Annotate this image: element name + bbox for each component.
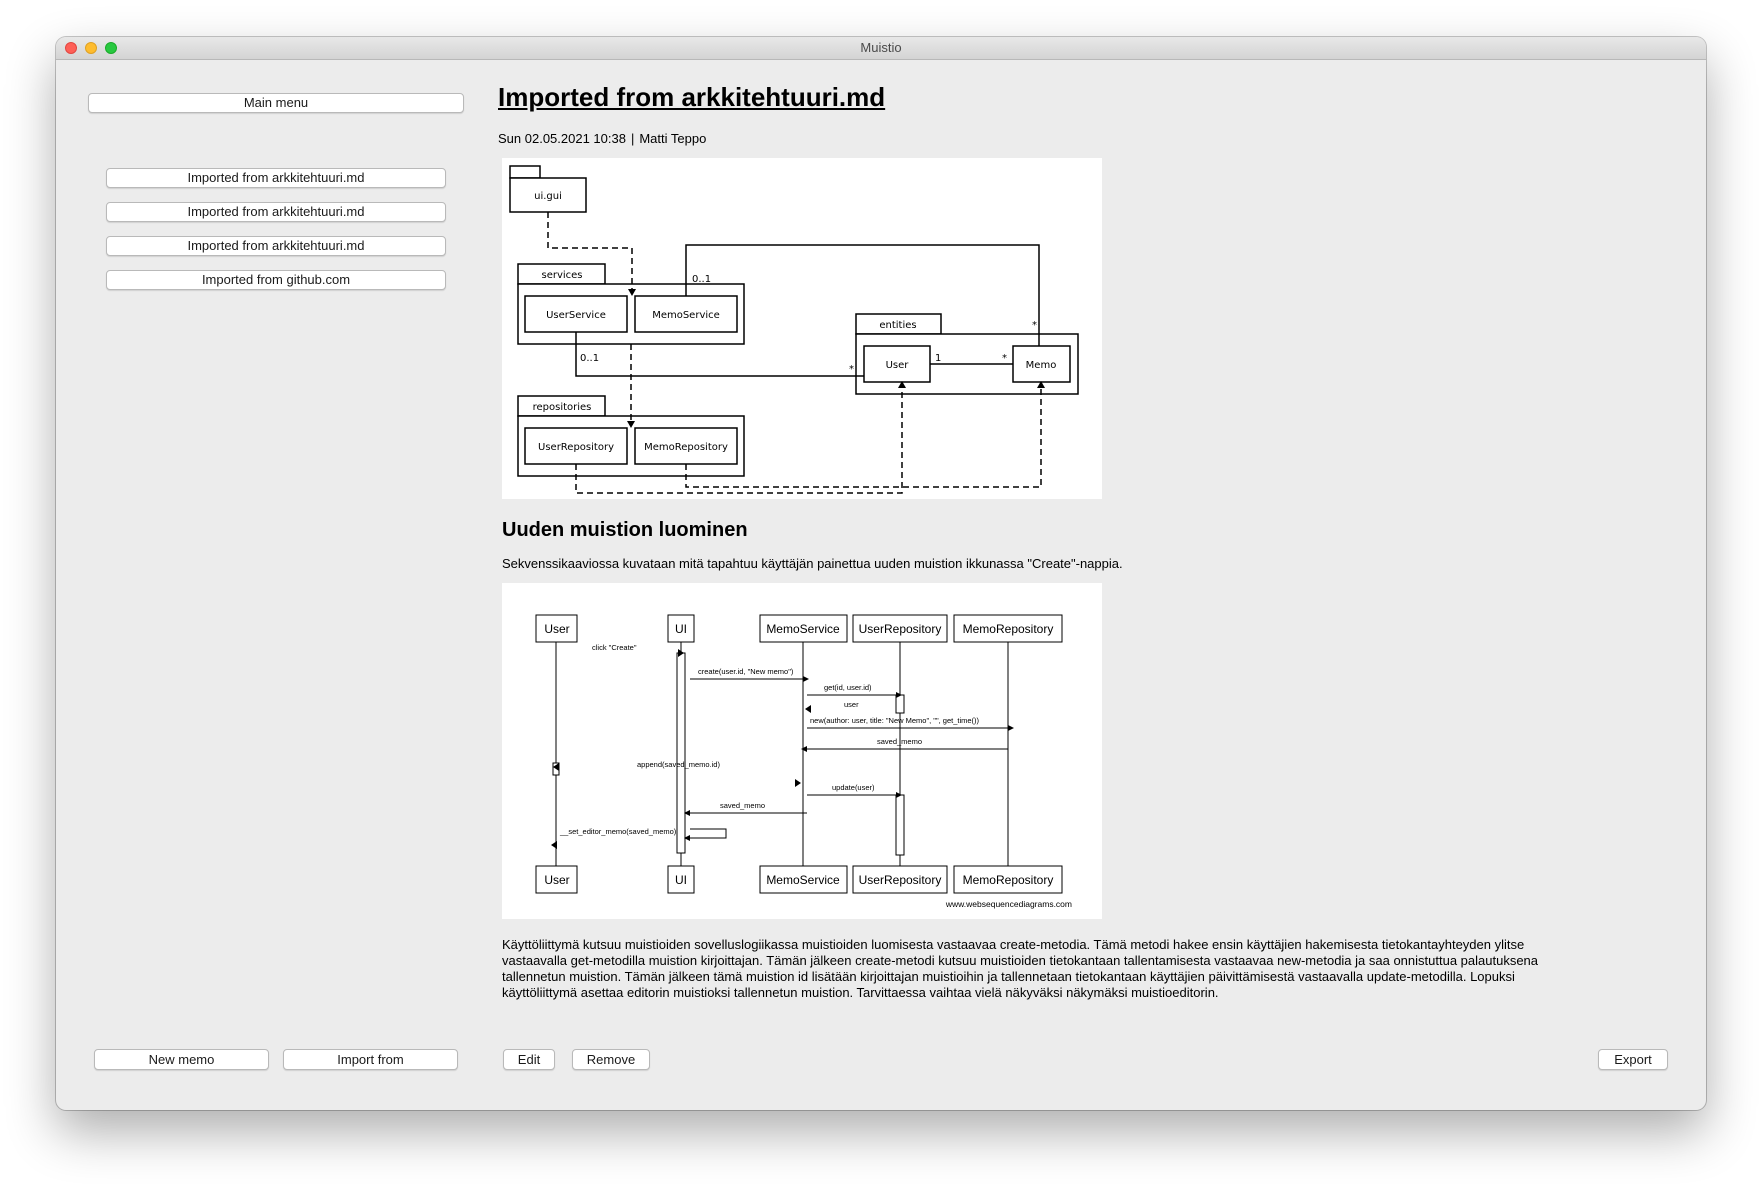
msg-user-return: user <box>844 700 859 709</box>
mult-memoservice: 0..1 <box>692 274 711 285</box>
sequence-diagram: User UI MemoService UserRepository MemoR… <box>502 583 1102 919</box>
package-diagram: ui.gui services UserService MemoService … <box>502 158 1102 499</box>
memo-title: Imported from arkkitehtuuri.md <box>498 82 886 112</box>
participant-memoservice-bottom: MemoService <box>766 873 840 887</box>
participant-memorepository-bottom: MemoRepository <box>963 873 1054 887</box>
remove-button[interactable]: Remove <box>572 1049 650 1070</box>
memo-list-item[interactable]: Imported from arkkitehtuuri.md <box>106 202 446 222</box>
participant-user-bottom: User <box>544 873 569 887</box>
class-memo: Memo <box>1026 360 1057 371</box>
mult-user-left: * <box>849 364 854 375</box>
memo-list-item[interactable]: Imported from github.com <box>106 270 446 290</box>
intro-paragraph: Sekvenssikaaviossa kuvataan mitä tapahtu… <box>502 556 1123 571</box>
app-window: Muistio Main menu Imported from arkkiteh… <box>56 37 1706 1110</box>
pkg-repositories-label: repositories <box>533 402 592 413</box>
pkg-ui-label: ui.gui <box>534 191 562 202</box>
msg-new: new(author: user, title: "New Memo", "",… <box>810 716 980 725</box>
edit-button[interactable]: Edit <box>503 1049 555 1070</box>
title-bar: Muistio <box>56 37 1706 60</box>
memo-meta: Sun 02.05.2021 10:38 | Matti Teppo <box>498 131 706 146</box>
section-heading: Uuden muistion luominen <box>502 519 748 541</box>
participant-memoservice: MemoService <box>766 622 840 636</box>
participant-memorepository: MemoRepository <box>963 622 1054 636</box>
diagram-watermark: www.websequencediagrams.com <box>945 899 1072 909</box>
mult-memo-top: * <box>1032 320 1037 331</box>
class-userrepository: UserRepository <box>538 442 614 453</box>
mult-memo-many: * <box>1002 353 1007 364</box>
pkg-entities-label: entities <box>879 320 916 331</box>
class-memoservice: MemoService <box>652 310 720 321</box>
minimize-window-button[interactable] <box>85 42 97 54</box>
participant-ui: UI <box>675 622 687 636</box>
class-memorepository: MemoRepository <box>644 442 728 453</box>
memo-date: Sun 02.05.2021 10:38 <box>498 131 626 146</box>
participant-ui-bottom: UI <box>675 873 687 887</box>
meta-separator: | <box>630 131 635 146</box>
memo-list-item[interactable]: Imported from arkkitehtuuri.md <box>106 236 446 256</box>
body-paragraph: Käyttöliittymä kutsuu muistioiden sovell… <box>502 937 1539 1000</box>
mult-userservice: 0..1 <box>580 353 599 364</box>
msg-saved-memo: saved_memo <box>877 737 922 746</box>
pkg-services-label: services <box>541 270 582 281</box>
window-title: Muistio <box>860 40 902 55</box>
msg-click-create: click "Create" <box>592 643 637 652</box>
memo-list-item[interactable]: Imported from arkkitehtuuri.md <box>106 168 446 188</box>
new-memo-button[interactable]: New memo <box>94 1049 269 1070</box>
main-menu-button[interactable]: Main menu <box>88 93 464 113</box>
class-userservice: UserService <box>546 310 606 321</box>
participant-user: User <box>544 622 569 636</box>
participant-userrepository: UserRepository <box>859 622 942 636</box>
msg-get: get(id, user.id) <box>824 683 872 692</box>
memo-author: Matti Teppo <box>639 131 707 146</box>
msg-append: append(saved_memo.id) <box>637 760 720 769</box>
msg-set-editor-memo: __set_editor_memo(saved_memo) <box>559 827 677 836</box>
mult-user-one: 1 <box>935 353 941 364</box>
participant-userrepository-bottom: UserRepository <box>859 873 942 887</box>
msg-update: update(user) <box>832 783 875 792</box>
msg-create: create(user.id, "New memo") <box>698 667 794 676</box>
export-button[interactable]: Export <box>1598 1049 1668 1070</box>
msg-saved-memo-return: saved_memo <box>720 801 765 810</box>
class-user: User <box>886 360 910 371</box>
import-from-button[interactable]: Import from <box>283 1049 458 1070</box>
close-window-button[interactable] <box>65 42 77 54</box>
maximize-window-button[interactable] <box>105 42 117 54</box>
